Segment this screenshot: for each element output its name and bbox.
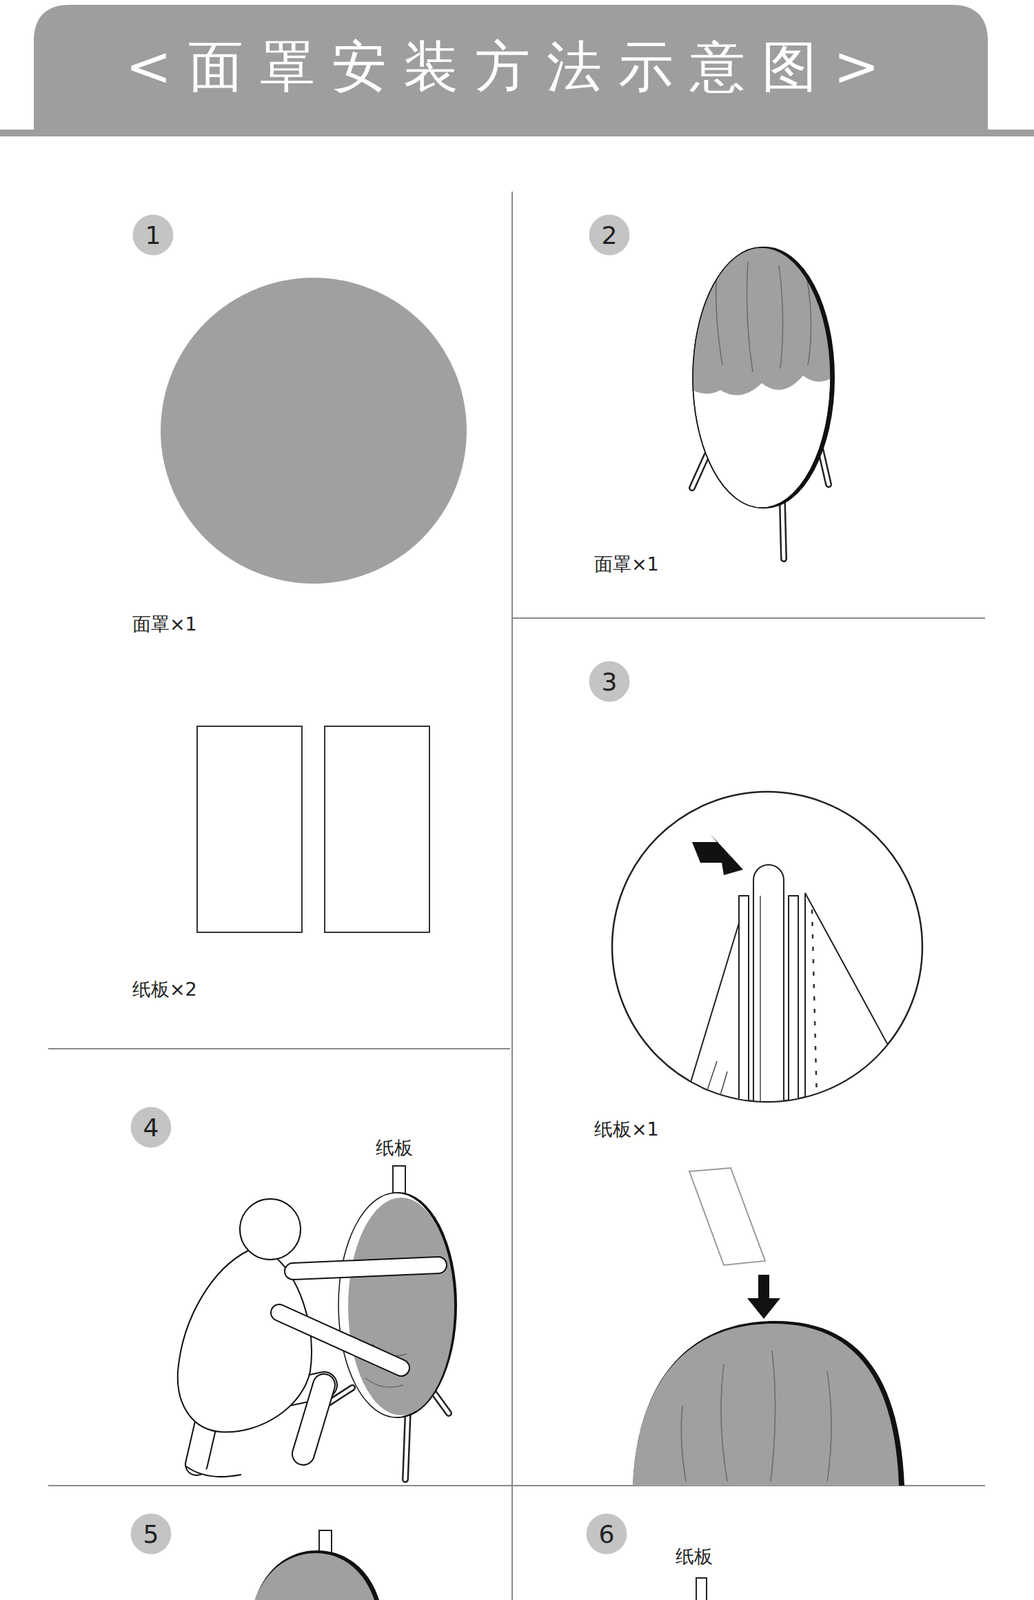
step-number: 6 <box>585 1513 628 1556</box>
leg <box>405 1408 409 1480</box>
fold-line <box>721 1364 728 1483</box>
down-arrow <box>747 1298 781 1320</box>
frame-edge <box>788 896 799 1110</box>
fold-line <box>716 268 723 366</box>
speaker-outline <box>692 247 831 509</box>
part-label: 面罩×1 <box>594 552 660 577</box>
step-number-circle: 4 <box>130 1107 172 1149</box>
grid <box>48 191 986 1600</box>
part-label: 纸板 <box>375 1136 413 1161</box>
foot <box>186 1466 242 1478</box>
grille-cloth <box>255 1553 375 1600</box>
title-band: <面罩安装方法示意图> <box>33 4 988 130</box>
pointer-arrow <box>692 834 744 876</box>
cardboard <box>689 1168 766 1266</box>
grille-cloth <box>348 1198 455 1416</box>
step-number-circle: 5 <box>130 1513 172 1556</box>
down-arrow <box>758 1275 770 1301</box>
grid-line <box>48 1048 511 1050</box>
fold-line <box>806 275 812 366</box>
title: <面罩安装方法示意图> <box>125 30 897 105</box>
step-number-circle: 6 <box>585 1513 628 1556</box>
head <box>239 1199 301 1261</box>
arm <box>279 1313 402 1369</box>
grid-line <box>512 617 986 620</box>
arm <box>292 1265 439 1272</box>
circle-fill <box>586 1514 628 1556</box>
grille-edge <box>682 896 748 1110</box>
fold-line <box>770 1351 776 1483</box>
leg <box>405 1408 409 1480</box>
title-rule <box>0 129 1034 137</box>
step-number-circle: 1 <box>132 214 174 256</box>
title-banner <box>33 4 988 134</box>
speaker-body <box>338 1193 455 1418</box>
cardboard-tab <box>753 865 784 1128</box>
shin <box>303 1385 324 1455</box>
grille-cloth <box>160 277 467 584</box>
part-label: 面罩×1 <box>132 612 198 637</box>
fold-lines <box>681 1351 832 1483</box>
circle-fill <box>589 661 631 703</box>
stitching <box>812 909 817 1103</box>
part-label: 纸板 <box>675 1544 713 1570</box>
step-number: 5 <box>130 1513 172 1556</box>
arm <box>292 1265 439 1272</box>
circle-fill <box>589 215 631 256</box>
step-number-circle: 2 <box>588 214 631 256</box>
cardboard <box>324 726 430 933</box>
cardboard <box>197 726 302 933</box>
detail-view <box>682 865 890 1128</box>
tab-line <box>759 896 762 1110</box>
arm <box>279 1313 402 1369</box>
shin <box>303 1385 324 1455</box>
fold-line <box>778 265 784 369</box>
frame-edge <box>738 896 749 1110</box>
circle-fill <box>130 1107 172 1149</box>
circle-fill <box>133 215 174 256</box>
grid-line <box>511 191 513 1600</box>
part-label: 纸板×1 <box>594 1117 660 1143</box>
grille-cloth <box>682 234 841 396</box>
step-number: 3 <box>588 661 631 703</box>
step-number: 4 <box>130 1107 172 1149</box>
speaker-rim <box>632 1321 905 1487</box>
grille-cloth <box>632 1324 899 1487</box>
step-number-circle: 3 <box>588 661 631 703</box>
grille-on-speaker <box>682 234 841 396</box>
step-number: 2 <box>588 214 631 256</box>
cardboard-tab <box>319 1531 332 1555</box>
part-label: 纸板×2 <box>132 977 198 1003</box>
fold-line <box>703 1061 728 1107</box>
cardboard-tab <box>696 1578 707 1600</box>
grille-edge <box>805 893 890 1110</box>
person <box>177 1199 439 1478</box>
fold-line <box>681 1406 686 1483</box>
step-number: 1 <box>132 214 174 256</box>
fold-line <box>365 1378 404 1388</box>
circle-fill <box>130 1514 172 1556</box>
fold-line <box>827 1371 832 1483</box>
speaker-rim <box>255 1551 380 1600</box>
fold-line <box>747 261 753 373</box>
